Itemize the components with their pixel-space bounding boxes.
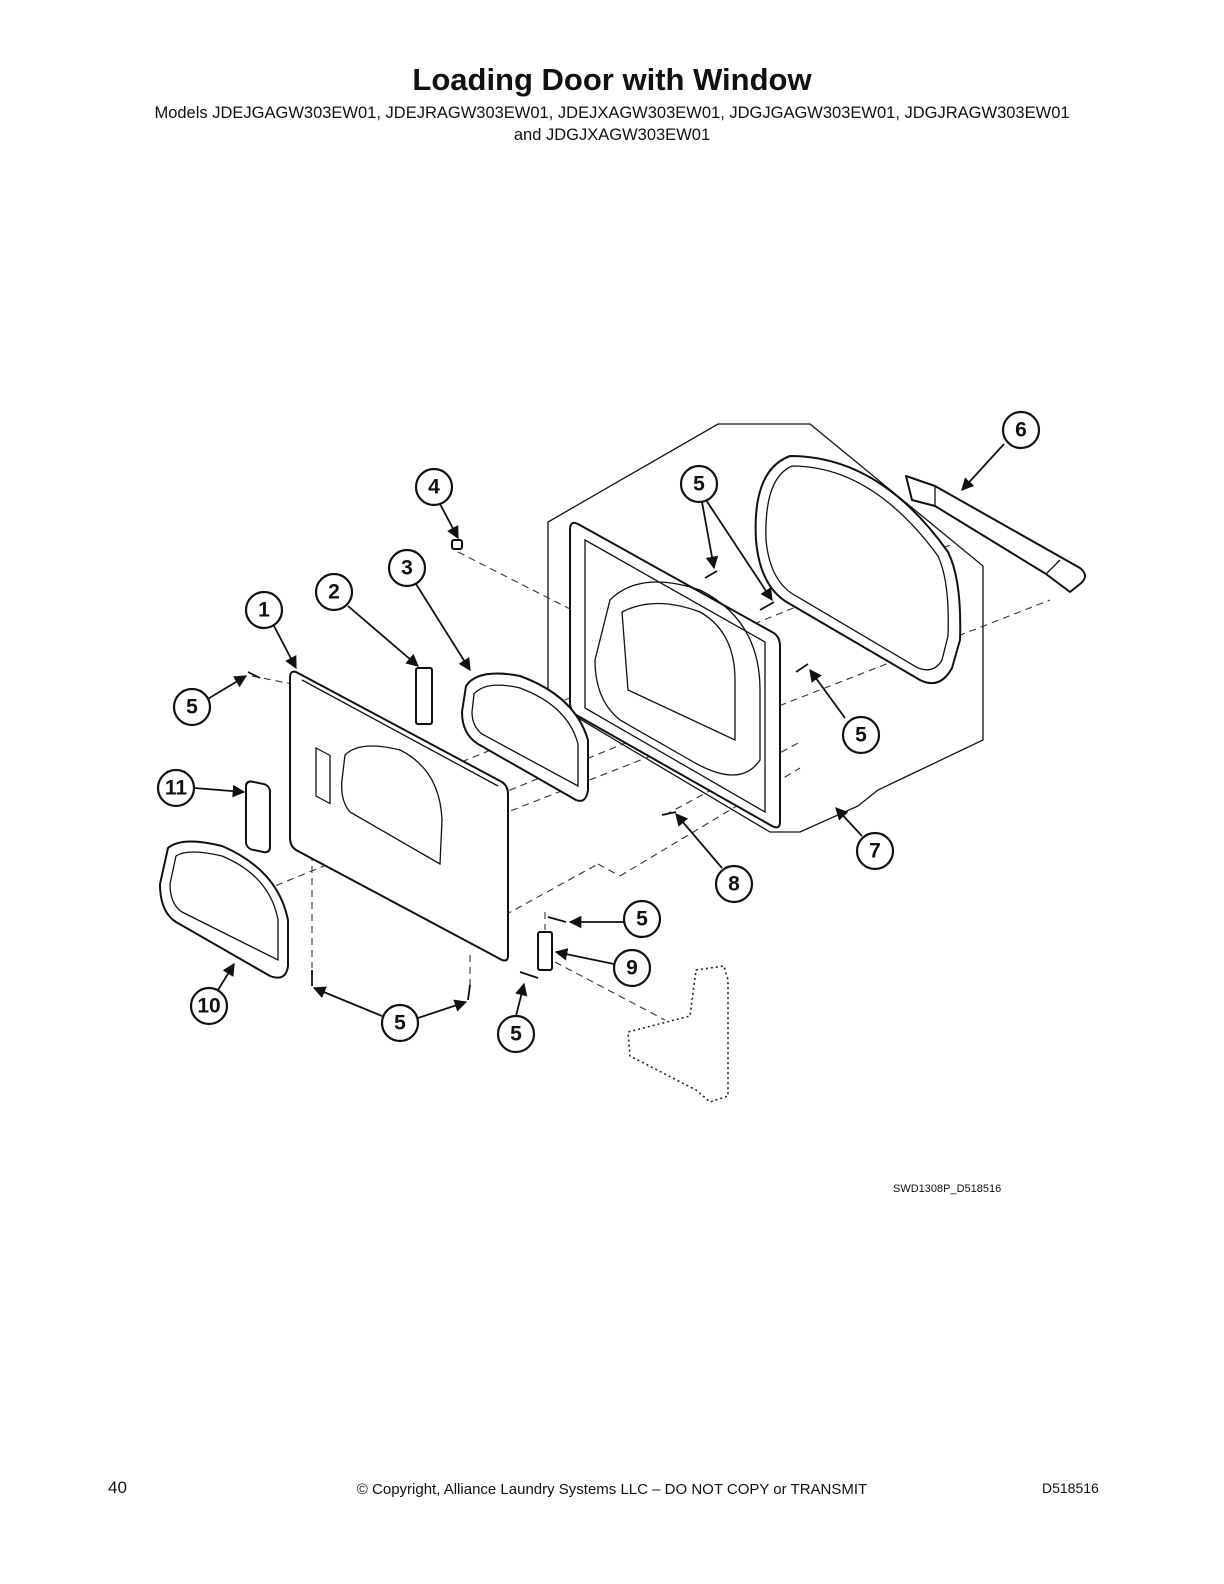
svg-text:5: 5 <box>855 724 867 747</box>
callout-10: 10 <box>189 986 229 1026</box>
part-6-door-gasket <box>754 455 962 684</box>
svg-text:5: 5 <box>186 696 198 719</box>
callout-11: 11 <box>156 768 196 808</box>
svg-text:5: 5 <box>394 1012 406 1035</box>
callout-8: 8 <box>714 864 754 904</box>
svg-text:8: 8 <box>728 873 740 896</box>
assembly-outline <box>547 423 984 833</box>
part-10-outer-window <box>159 840 289 979</box>
svg-text:10: 10 <box>197 995 220 1018</box>
svg-text:7: 7 <box>869 840 881 863</box>
callout-9: 9 <box>612 948 652 988</box>
callout-7: 7 <box>855 831 895 871</box>
page-number: 40 <box>108 1478 127 1497</box>
svg-text:6: 6 <box>1015 419 1027 442</box>
svg-text:1: 1 <box>258 599 270 622</box>
part-3-window-gasket <box>461 672 589 802</box>
svg-text:9: 9 <box>626 957 638 980</box>
callout-4: 4 <box>414 467 454 507</box>
part-9-hinge <box>537 931 553 971</box>
callout-2: 2 <box>314 572 354 612</box>
svg-text:5: 5 <box>636 908 648 931</box>
part-6-door-handle <box>905 475 1086 593</box>
part-4-clip <box>451 539 463 550</box>
figure-id: SWD1308P_D518516 <box>893 1183 1002 1195</box>
models-line-1: Models JDEJGAGW303EW01, JDEJRAGW303EW01,… <box>154 104 1070 122</box>
models-list: Models JDEJGAGW303EW01, JDEJRAGW303EW01,… <box>0 102 1224 146</box>
callout-1: 1 <box>244 590 284 630</box>
svg-text:5: 5 <box>510 1023 522 1046</box>
callout-5-top: 5 <box>679 464 719 504</box>
callout-6: 6 <box>1001 410 1041 450</box>
door-frame-phantom <box>627 965 729 1103</box>
document-number: D518516 <box>1042 1480 1099 1496</box>
part-2-latch-bracket <box>415 667 433 725</box>
part-11-handle-insert <box>245 780 271 854</box>
screws <box>247 570 809 1001</box>
svg-text:3: 3 <box>401 557 413 580</box>
page-title: Loading Door with Window <box>412 62 812 97</box>
callout-5-left: 5 <box>172 687 212 727</box>
part-7-inner-door-panel <box>569 521 781 829</box>
part-1-outer-door-panel <box>289 670 509 962</box>
callout-3: 3 <box>387 548 427 588</box>
callout-5-hinge-bottom: 5 <box>496 1014 536 1054</box>
svg-text:11: 11 <box>165 777 188 800</box>
models-line-2: and JDGJXAGW303EW01 <box>513 126 711 144</box>
callout-5-hinge-top: 5 <box>622 899 662 939</box>
callout-5-right: 5 <box>841 715 881 755</box>
svg-text:5: 5 <box>693 473 705 496</box>
callout-5-bottom: 5 <box>380 1003 420 1043</box>
svg-text:4: 4 <box>428 476 440 499</box>
copyright-notice: © Copyright, Alliance Laundry Systems LL… <box>356 1481 868 1498</box>
svg-text:2: 2 <box>328 581 340 604</box>
leader-lines <box>193 443 1005 1019</box>
